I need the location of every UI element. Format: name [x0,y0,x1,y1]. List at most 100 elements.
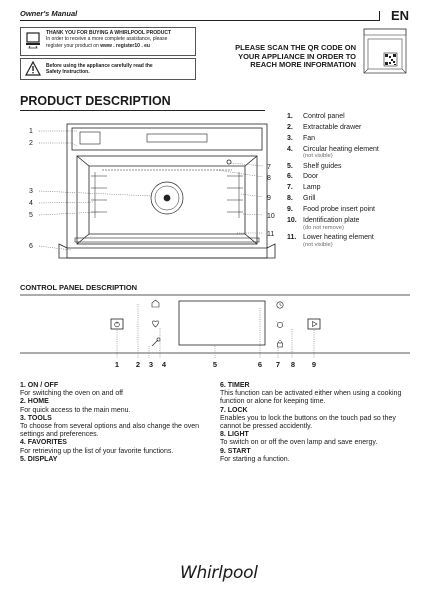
registration-heading: THANK YOU FOR BUYING A WHIRLPOOL PRODUCT [46,30,171,36]
part-item: 8. Grill [287,195,417,203]
function-desc: For retrieving up the list of your favor… [20,447,174,455]
registration-box [20,27,196,56]
function-desc: For starting a function. [220,455,290,463]
language-code: EN [391,8,410,23]
part-item: 11. Lower heating element(not visible) [287,234,417,248]
function-title: 7. LOCK [220,406,248,414]
part-note: (do not remove) [303,224,344,231]
part-item: 5. Shelf guides [287,163,417,171]
part-label: Shelf guides [303,162,342,170]
registration-prefix: register your product on [46,42,99,49]
warning-box [20,58,196,80]
callout-11: 11 [267,231,274,238]
part-item: 1. Control panel [287,113,417,121]
part-item: 3. Fan [287,135,417,143]
callout-9: 9 [267,195,271,202]
callout-4: 4 [29,200,33,207]
panel-callout-2: 2 [136,360,140,369]
callout-5: 5 [29,212,33,219]
panel-callout-4: 4 [162,360,167,369]
callout-6: 6 [29,243,33,250]
warning-text: Before using the appliance carefully rea… [46,63,153,76]
part-label: Door [303,173,319,181]
part-number: 1. [287,113,293,120]
part-number: 11. [287,233,297,241]
part-label: Extractable drawer [303,123,362,131]
part-item: 10.Identification plate(do not remove) [287,217,417,231]
qr-notice-line-1: PLEASE SCAN THE QR CODE ON [235,43,356,52]
part-number: 9. [287,206,293,214]
part-number: 2. [287,123,293,131]
functions-left-column: 1. ON / OFF For switching the oven on an… [20,382,210,464]
functions-right-column: 6. TIMER This function can be activated … [220,382,410,464]
part-label: Lower heating element [303,233,374,241]
function-desc: For switching the oven on and off [20,390,123,398]
function-title: 1. ON / OFF [20,382,59,389]
registration-line: In order to receive a more complete assi… [46,36,168,43]
function-desc: To switch on or off the oven lamp and sa… [220,439,378,447]
function-title: 9. START [220,447,251,455]
part-note: (not visible) [303,153,333,160]
part-label: Food probe insert point [303,206,375,214]
part-number: 3. [287,134,293,142]
function-desc: Enables you to lock the buttons on the t… [220,414,396,431]
callout-7: 7 [267,164,271,171]
function-title: 3. TOOLS [20,414,52,422]
qr-notice: PLEASE SCAN THE QR CODE ON YOUR APPLIANC… [200,43,356,70]
function-title: 5. DISPLAY [20,455,58,463]
registration-link[interactable]: www . register10 . eu [100,42,150,49]
header-tick [379,11,380,21]
callout-8: 8 [267,175,271,182]
panel-callout-3: 3 [149,360,153,369]
part-note: (not visible) [303,241,333,248]
function-title: 6. TIMER [220,382,250,389]
part-item: 4. Circular heating element(not visible) [287,146,417,160]
panel-callout-6: 6 [258,360,262,369]
callout-2: 2 [29,140,33,147]
part-label: Control panel [303,113,345,120]
whirlpool-logo: Whirlpool [180,563,258,583]
part-item: 9. Food probe insert point [287,206,417,214]
function-title: 8. LIGHT [220,431,249,439]
function-title: 4. FAVORITES [20,439,67,447]
control-panel-title: CONTROL PANEL DESCRIPTION [20,283,138,292]
header-rule [20,20,380,21]
oven-qr-code-illustration [363,28,407,74]
part-number: 6. [287,173,293,181]
part-label: Fan [303,134,316,142]
panel-callout-1: 1 [115,360,119,369]
qr-notice-line-2: YOUR APPLIANCE IN ORDER TO [238,51,356,61]
function-desc: This function can be activated either wh… [220,390,402,406]
panel-callout-9: 9 [312,360,316,369]
control-panel-diagram: 1 2 3 4 5 6 7 8 9 [20,294,410,369]
warning-triangle-icon [25,61,41,76]
callout-1: 1 [29,128,33,135]
part-number: 5. [287,162,293,170]
registration-text: THANK YOU FOR BUYING A WHIRLPOOL PRODUCT… [46,30,171,49]
product-description-title: PRODUCT DESCRIPTION [20,94,171,108]
part-label: Circular heating element [303,145,379,153]
panel-callout-5: 5 [213,360,217,369]
part-label: Lamp [303,184,321,192]
part-number: 8. [287,195,293,203]
part-item: 6. Door [287,173,417,181]
oven-diagram: 1 2 3 4 5 6 7 8 9 10 11 [29,123,276,259]
function-desc: To choose from several options and also … [20,423,200,439]
section-rule [20,110,265,111]
part-number: 4. [287,145,293,153]
part-number: 10. [287,217,297,225]
qr-notice-line-3: REACH MORE INFORMATION [250,60,356,70]
parts-list: 1. Control panel 2. Extractable drawer 3. F… [287,113,417,251]
panel-callout-8: 8 [291,360,295,369]
part-label: Grill [303,195,316,203]
warning-line-1: Before using the appliance carefully rea… [46,63,153,69]
panel-callout-7: 7 [276,360,280,369]
warning-line-2: Safety Instruction. [46,69,90,76]
part-item: 2. Extractable drawer [287,124,417,132]
laptop-icon [26,32,40,49]
part-number: 7. [287,184,293,192]
function-desc: For quick access to the main menu. [20,406,131,414]
function-title: 2. HOME [20,398,49,406]
part-item: 7. Lamp [287,184,417,192]
manual-title: Owner's Manual [20,9,78,18]
